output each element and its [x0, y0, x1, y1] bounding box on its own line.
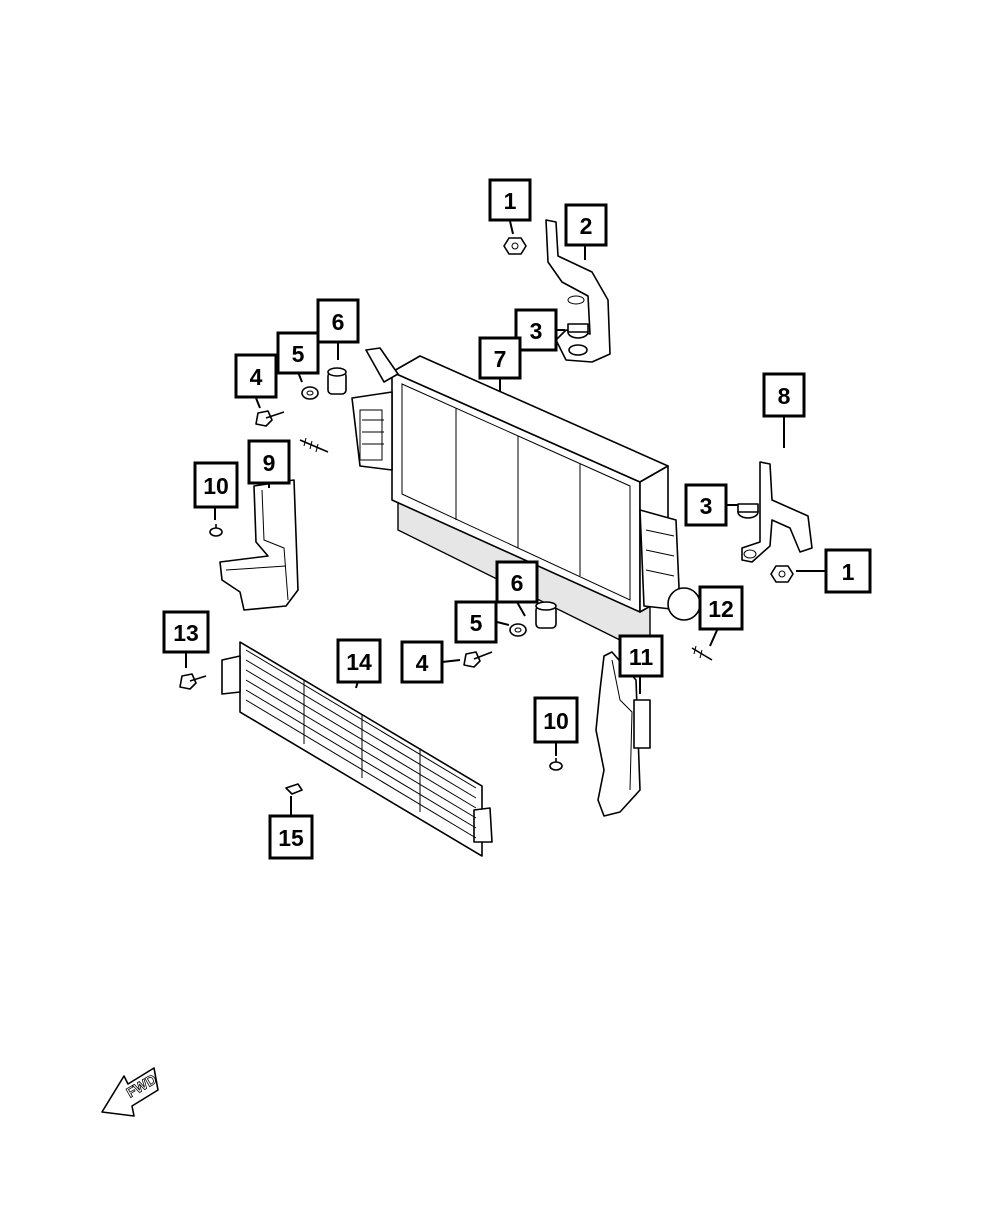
stud-left — [299, 437, 329, 453]
callout-number: 5 — [292, 341, 305, 367]
callout-box — [247, 439, 291, 485]
callout-number: 1 — [504, 188, 517, 214]
callout-box — [762, 372, 806, 418]
callout-c10b: 10 — [533, 696, 579, 744]
callout-box — [336, 638, 382, 684]
screw-13 — [179, 673, 207, 690]
callout-number: 5 — [470, 610, 483, 636]
callout-number: 6 — [332, 309, 345, 335]
callout-box — [162, 610, 210, 654]
callout-box — [316, 298, 360, 344]
intercooler-core — [351, 347, 701, 641]
bolt-4-upper — [255, 410, 285, 427]
callout-number: 15 — [278, 825, 304, 851]
washer-5-lower — [509, 623, 527, 637]
callout-box — [824, 548, 872, 594]
nut-1-top — [503, 237, 527, 255]
callout-number: 3 — [700, 493, 713, 519]
callout-c4b: 4 — [400, 640, 444, 684]
callout-box — [514, 308, 558, 352]
callout-box — [618, 634, 664, 678]
fwd-arrow-icon: FWD — [101, 1067, 160, 1117]
callout-box — [268, 814, 314, 860]
push-pin-10-left — [209, 524, 223, 537]
callout-number: 13 — [173, 620, 199, 646]
callout-c7: 7 — [478, 336, 522, 380]
callout-number: 7 — [494, 346, 507, 372]
callout-c6b: 6 — [495, 560, 539, 604]
upper-bracket — [545, 219, 611, 363]
callout-c5a: 5 — [276, 331, 320, 375]
isolator-6-upper — [327, 367, 347, 395]
callout-number: 10 — [543, 708, 569, 734]
callout-number: 1 — [842, 559, 855, 585]
callout-number: 4 — [416, 650, 429, 676]
callout-number: 12 — [708, 596, 734, 622]
callout-c14: 14 — [336, 638, 382, 684]
callout-c11: 11 — [618, 634, 664, 678]
callout-box — [533, 696, 579, 744]
callout-number: 8 — [778, 383, 791, 409]
callout-box — [276, 331, 320, 375]
callout-c9: 9 — [247, 439, 291, 485]
callout-c1b: 1 — [824, 548, 872, 594]
washer-5-upper — [301, 386, 319, 400]
push-pin-10-right — [549, 758, 563, 771]
bolt-4-lower — [463, 651, 493, 668]
callout-box — [564, 203, 608, 247]
callout-number: 4 — [250, 364, 263, 390]
callout-box — [400, 640, 444, 684]
callout-number: 6 — [511, 570, 524, 596]
callout-c15: 15 — [268, 814, 314, 860]
callout-box — [234, 353, 278, 399]
callout-c5b: 5 — [454, 600, 498, 644]
callout-box — [193, 461, 239, 509]
left-air-deflector — [219, 479, 299, 611]
callout-c4a: 4 — [234, 353, 278, 399]
callout-c12: 12 — [698, 585, 744, 631]
callout-box — [488, 178, 532, 222]
callout-c2: 2 — [564, 203, 608, 247]
callout-number: 2 — [580, 213, 593, 239]
callout-c3a: 3 — [514, 308, 558, 352]
callout-c13: 13 — [162, 610, 210, 654]
right-bracket — [741, 461, 813, 563]
callout-c8: 8 — [762, 372, 806, 418]
callout-box — [495, 560, 539, 604]
callout-c10a: 10 — [193, 461, 239, 509]
grille-screen — [221, 641, 493, 857]
callout-box — [454, 600, 498, 644]
callout-number: 3 — [530, 318, 543, 344]
callout-c1a: 1 — [488, 178, 532, 222]
grommet-3-right — [737, 503, 759, 519]
callout-box — [698, 585, 744, 631]
stud-right — [691, 645, 713, 661]
grommet-3-top — [567, 323, 589, 339]
callout-number: 14 — [346, 649, 372, 675]
callout-box — [684, 483, 728, 527]
nut-1-right — [770, 565, 794, 583]
callout-number: 10 — [203, 473, 229, 499]
callout-box — [478, 336, 522, 380]
callout-number: 11 — [629, 644, 654, 670]
callout-c6a: 6 — [316, 298, 360, 344]
isolator-6-lower — [535, 601, 557, 629]
callout-c3b: 3 — [684, 483, 728, 527]
callout-number: 9 — [263, 450, 276, 476]
clip-15 — [285, 783, 303, 795]
